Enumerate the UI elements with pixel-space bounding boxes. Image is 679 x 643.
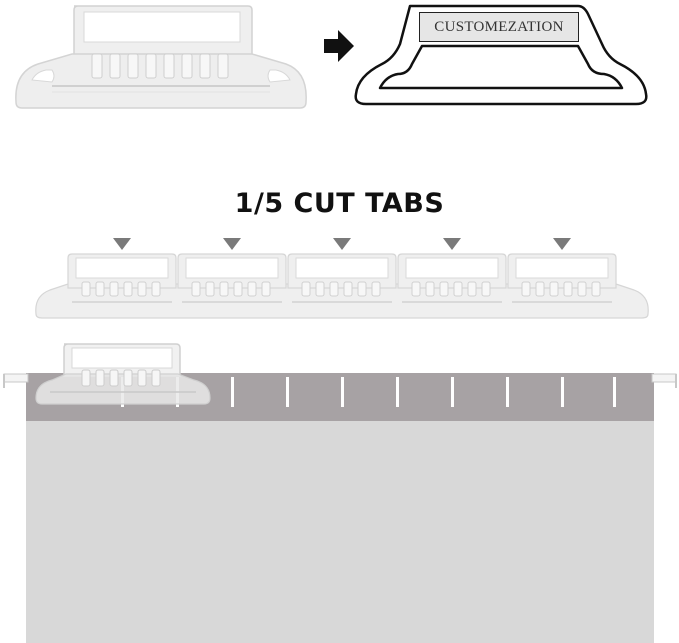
folder-slot [286,377,289,407]
tabs-row [35,238,649,319]
folder-slot [613,377,616,407]
folder-slot [396,377,399,407]
cut-tab-3 [287,253,397,303]
cut-tab-5 [507,253,617,303]
customization-label: CUSTOMEZATION [419,12,579,42]
hanging-folder [3,343,677,643]
customization-outline [354,4,648,106]
right-arrow-icon [324,30,354,62]
triangle-down-icon [333,238,351,250]
triangle-down-icon [553,238,571,250]
folder-slot [451,377,454,407]
cut-tab-1 [67,253,177,303]
cut-tab-4 [397,253,507,303]
triangle-down-icon [443,238,461,250]
folder-slot [561,377,564,407]
triangle-down-icon [113,238,131,250]
triangle-down-icon [223,238,241,250]
single-tab-illustration [15,5,307,109]
folder-slot [506,377,509,407]
tabs-base-strip [35,283,649,319]
folder-slot [341,377,344,407]
page-title: 1/5 CUT TABS [234,188,445,219]
attached-tab [35,343,211,405]
folder-slot [231,377,234,407]
cut-tab-2 [177,253,287,303]
